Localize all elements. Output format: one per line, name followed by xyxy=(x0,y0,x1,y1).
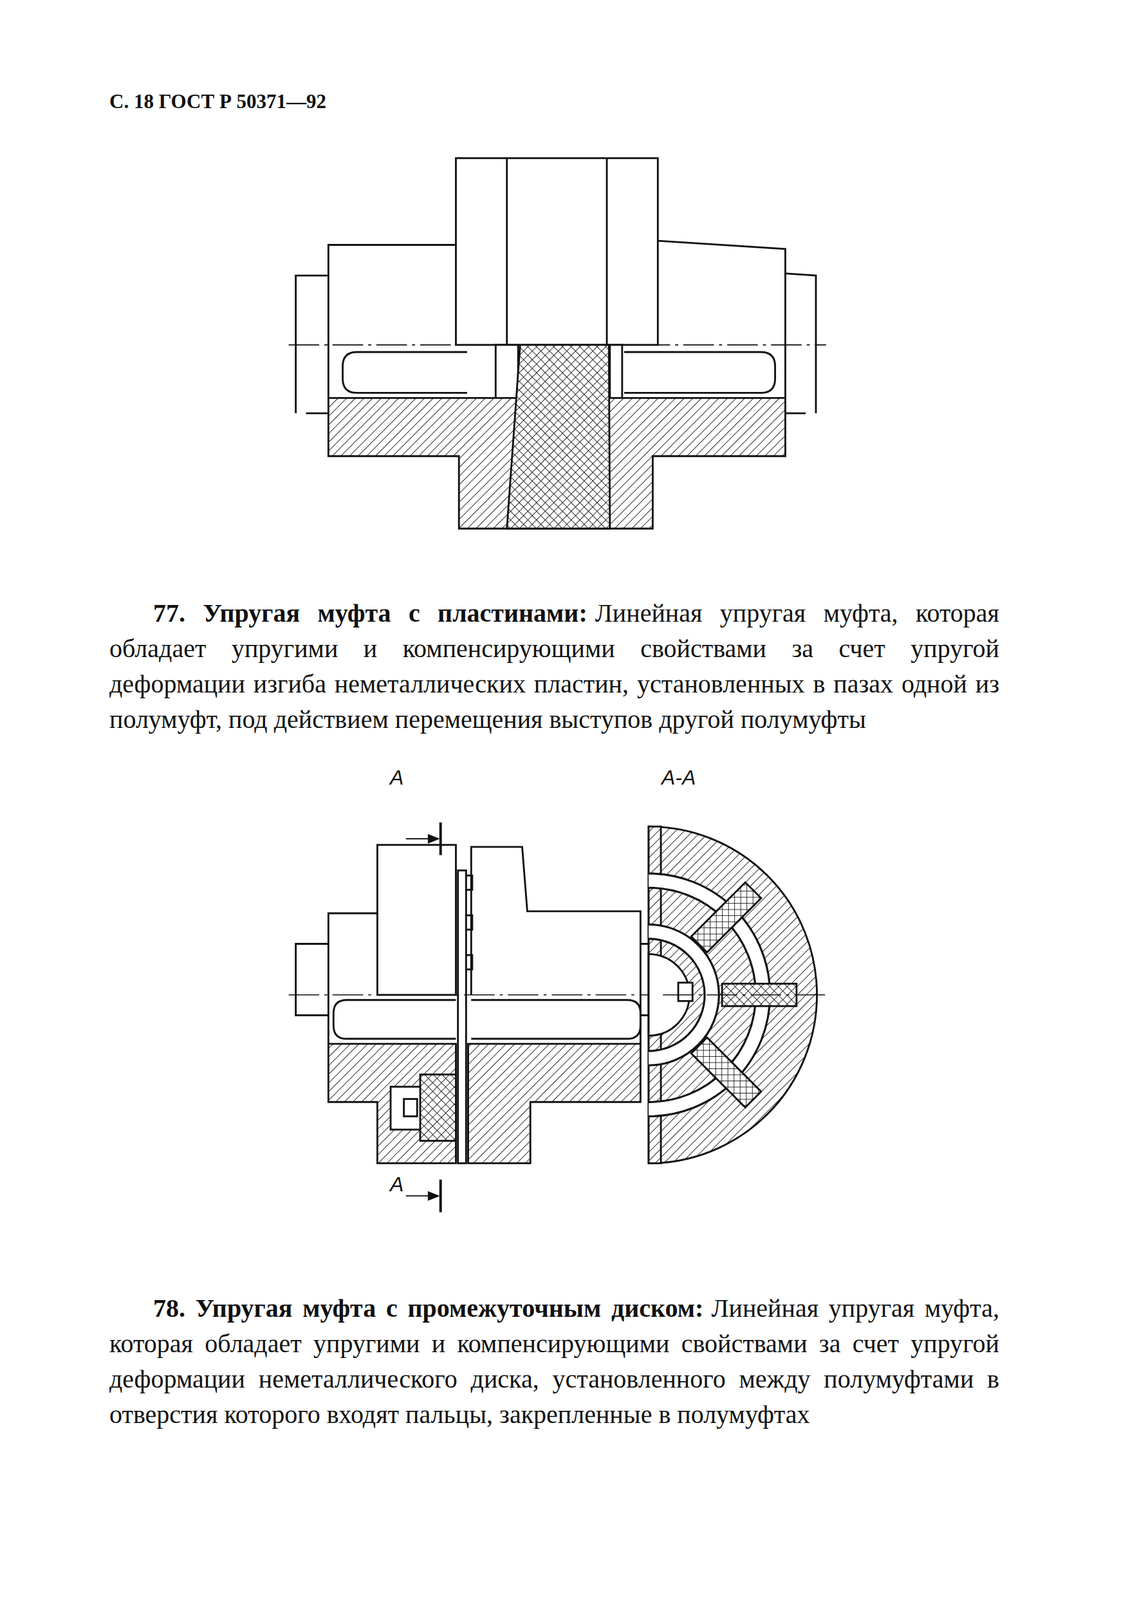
disk-coupling-drawing xyxy=(390,1086,422,1130)
plate-coupling-drawing xyxy=(342,351,468,393)
section-view xyxy=(691,1037,762,1108)
section-marker xyxy=(428,1191,439,1201)
plate-coupling-drawing xyxy=(624,351,776,393)
section-marker xyxy=(406,822,441,1213)
term-paragraph: 77. Упругая муфта с пластинами:Линейная … xyxy=(109,595,1000,737)
section-letter: А xyxy=(389,765,404,790)
label-text: А xyxy=(389,765,404,789)
label-text: А xyxy=(389,1172,404,1196)
disk-coupling-drawing xyxy=(471,846,641,1044)
section-view xyxy=(662,994,827,996)
disk-coupling-drawing xyxy=(458,869,467,1163)
section-view xyxy=(691,882,762,953)
section-letter: А xyxy=(389,1172,404,1197)
disk-coupling-drawing xyxy=(333,999,456,1039)
section-marker xyxy=(428,834,439,843)
disk-coupling-drawing xyxy=(404,1099,418,1117)
disk-coupling-drawing xyxy=(468,1043,641,1163)
term-heading: 78. Упругая муфта с промежуточным диском… xyxy=(153,1293,704,1323)
plate-coupling-drawing xyxy=(507,344,611,529)
section-view xyxy=(648,826,827,1163)
label-text: С. 18 ГОСТ Р 50371—92 xyxy=(109,90,327,113)
page-header: С. 18 ГОСТ Р 50371—92 xyxy=(109,90,327,114)
plate-coupling-drawing xyxy=(785,273,816,414)
label-text: А-А xyxy=(661,765,696,789)
plate-coupling-drawing xyxy=(288,158,827,529)
disk-coupling-drawing xyxy=(328,1043,456,1163)
plate-coupling-drawing xyxy=(455,158,658,345)
section-view xyxy=(691,1037,762,1108)
disk-coupling-drawing xyxy=(295,943,329,1016)
term-heading: 77. Упругая муфта с пластинами: xyxy=(153,598,588,628)
plate-coupling-drawing xyxy=(505,158,508,345)
plate-coupling-drawing xyxy=(657,240,786,398)
term-paragraph: 78. Упругая муфта с промежуточным диском… xyxy=(109,1290,1000,1432)
disk-coupling-drawing xyxy=(288,844,664,1164)
section-title: А-А xyxy=(661,765,696,790)
plate-coupling-drawing xyxy=(288,344,827,346)
section-view xyxy=(691,882,762,953)
disk-coupling-drawing xyxy=(471,999,641,1039)
plate-coupling-drawing xyxy=(328,245,456,399)
disk-coupling-drawing xyxy=(377,844,456,995)
disk-coupling-drawing xyxy=(288,994,664,996)
disk-coupling-drawing xyxy=(420,1073,456,1141)
plate-coupling-drawing xyxy=(606,158,609,345)
section-view xyxy=(678,982,693,1002)
disk-coupling-drawing xyxy=(328,913,378,1044)
